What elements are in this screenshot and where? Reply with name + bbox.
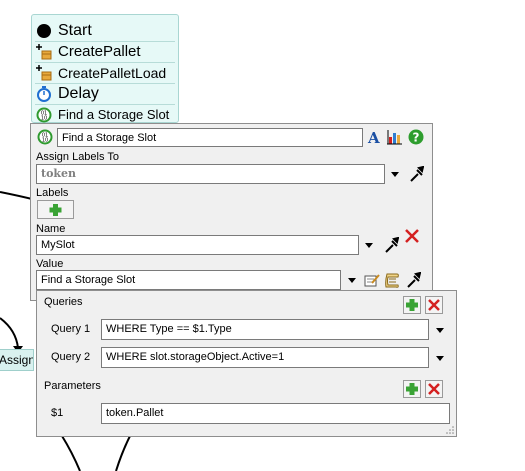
- svg-text:01: 01: [41, 110, 47, 116]
- help-icon[interactable]: ?: [408, 129, 424, 145]
- activity-name-input[interactable]: Find a Storage Slot: [57, 128, 363, 147]
- query-1-label: Query 1: [51, 323, 91, 335]
- activity-item-createpalletload[interactable]: CreatePalletLoad: [36, 62, 166, 83]
- add-query-button[interactable]: [403, 296, 421, 314]
- value-dropdown-arrow[interactable]: [348, 278, 356, 283]
- name-input[interactable]: MySlot: [36, 235, 359, 255]
- stopwatch-icon: [36, 85, 52, 102]
- assign-labels-node[interactable]: Assign S: [0, 349, 34, 371]
- eyedropper-icon[interactable]: [408, 165, 425, 182]
- activity-label: Delay: [58, 84, 99, 102]
- storage-slot-icon: 01 10: [37, 129, 53, 145]
- assign-labels-to-label: Assign Labels To: [36, 151, 119, 163]
- svg-text:01: 01: [42, 133, 48, 139]
- create-pallet-icon: [36, 43, 52, 60]
- query-1-dropdown-arrow[interactable]: [436, 328, 444, 333]
- add-parameter-button[interactable]: [403, 380, 421, 398]
- assign-labels-dropdown-arrow[interactable]: [391, 172, 399, 177]
- edit-properties-icon[interactable]: [364, 272, 380, 288]
- name-label: Name: [36, 223, 66, 235]
- delete-x-icon[interactable]: [404, 228, 420, 244]
- query-1-input[interactable]: WHERE Type == $1.Type: [101, 319, 429, 340]
- parameter-1-label: $1: [51, 407, 64, 419]
- svg-text:10: 10: [41, 115, 47, 121]
- create-pallet-load-icon: [36, 64, 52, 81]
- labels-label: Labels: [36, 187, 69, 199]
- activity-label: CreatePallet: [58, 43, 141, 60]
- activity-item-find-storage-slot[interactable]: 01 10 Find a Storage Slot: [36, 104, 169, 125]
- svg-text:10: 10: [42, 138, 48, 144]
- storage-slot-icon: 01 10: [36, 107, 52, 123]
- activity-item-createpallet[interactable]: CreatePallet: [36, 41, 141, 62]
- resize-grip-icon[interactable]: [446, 426, 454, 434]
- activity-item-delay[interactable]: Delay: [36, 83, 99, 104]
- activity-label: CreatePalletLoad: [58, 64, 167, 81]
- font-icon[interactable]: A: [366, 129, 382, 147]
- start-circle-icon: [36, 23, 52, 39]
- svg-text:?: ?: [413, 131, 420, 145]
- activity-label: Start: [58, 21, 92, 39]
- activity-item-start[interactable]: Start: [36, 20, 92, 41]
- queries-label: Queries: [44, 296, 83, 308]
- add-label-button[interactable]: [37, 200, 74, 219]
- name-dropdown-arrow[interactable]: [365, 243, 373, 248]
- remove-parameter-button[interactable]: [425, 380, 443, 398]
- value-input[interactable]: Find a Storage Slot: [36, 270, 341, 290]
- eyedropper-icon[interactable]: [405, 271, 422, 288]
- activity-properties-panel: 01 10 Find a Storage Slot A ? Assign Lab…: [30, 123, 433, 301]
- eyedropper-icon[interactable]: [383, 236, 400, 253]
- code-script-icon[interactable]: [384, 272, 400, 288]
- queries-panel: Queries Query 1 WHERE Type == $1.Type Qu…: [36, 290, 457, 437]
- parameter-1-input[interactable]: token.Pallet: [101, 403, 450, 424]
- statistics-chart-icon[interactable]: [386, 128, 402, 145]
- activity-library-list: Start CreatePallet CreatePalletLoad: [31, 14, 179, 123]
- parameters-label: Parameters: [44, 380, 101, 392]
- assign-labels-to-input[interactable]: token: [36, 164, 385, 184]
- query-2-label: Query 2: [51, 351, 91, 363]
- remove-query-button[interactable]: [425, 296, 443, 314]
- assign-node-label: Assign S: [0, 353, 34, 367]
- query-2-input[interactable]: WHERE slot.storageObject.Active=1: [101, 347, 429, 368]
- svg-text:A: A: [367, 129, 380, 145]
- activity-label: Find a Storage Slot: [58, 107, 170, 122]
- query-2-dropdown-arrow[interactable]: [436, 356, 444, 361]
- value-label: Value: [36, 258, 64, 270]
